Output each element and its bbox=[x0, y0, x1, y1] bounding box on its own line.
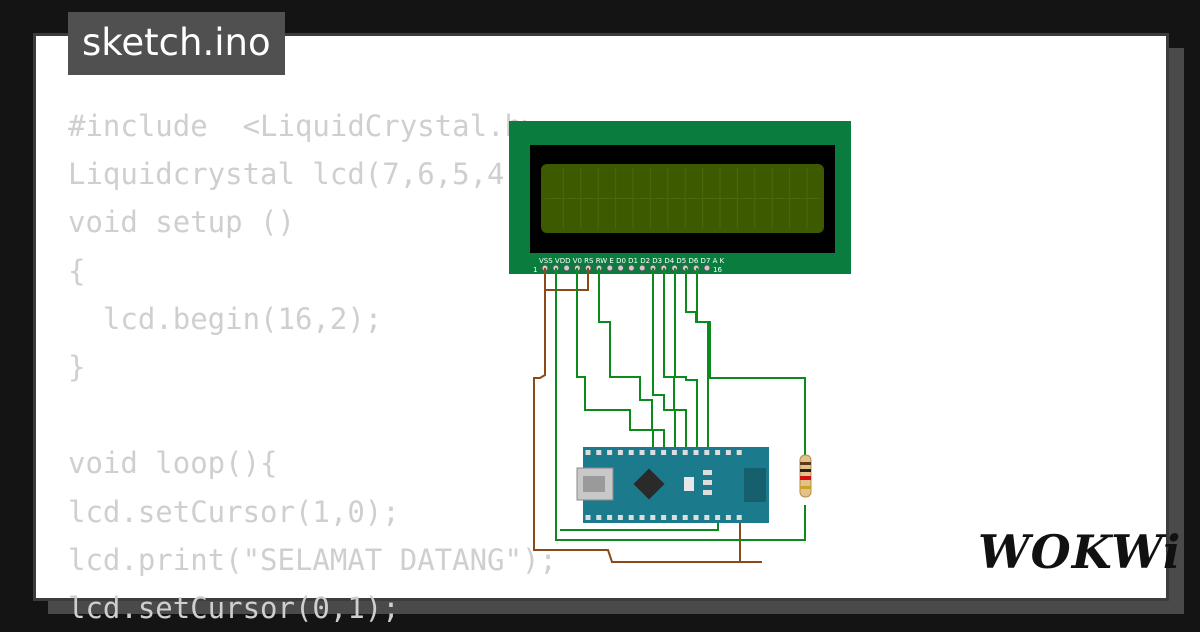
nano-pin bbox=[715, 450, 721, 455]
wire-d4 bbox=[652, 268, 676, 452]
resistor-band bbox=[800, 486, 811, 489]
nano-pin bbox=[661, 515, 667, 520]
code-line: void loop(){ bbox=[68, 446, 278, 481]
nano-pin bbox=[650, 515, 656, 520]
lcd-pin bbox=[617, 264, 625, 272]
arduino-nano[interactable] bbox=[576, 447, 769, 523]
nano-pin bbox=[736, 450, 742, 455]
wire-lcd-vss-rw bbox=[544, 268, 589, 291]
code-line: lcd.begin(16,2); bbox=[68, 301, 383, 336]
nano-pin bbox=[671, 450, 677, 455]
resistor[interactable] bbox=[799, 454, 812, 498]
led-icon bbox=[703, 490, 712, 495]
nano-pin bbox=[693, 515, 699, 520]
nano-pin bbox=[704, 515, 710, 520]
signal-wires bbox=[555, 268, 806, 541]
nano-pin bbox=[682, 450, 688, 455]
code-line: { bbox=[68, 253, 86, 288]
nano-pin bbox=[661, 450, 667, 455]
nano-pin bbox=[725, 450, 731, 455]
wire-backlight-a bbox=[696, 268, 806, 455]
nano-pin bbox=[671, 515, 677, 520]
code-preview: #include <LiquidCrystal.h>Liquidcrystal … bbox=[68, 102, 609, 632]
wokwi-logo: WOKWi bbox=[978, 525, 1182, 579]
nano-pin bbox=[628, 450, 634, 455]
lcd-pin-first: 1 bbox=[533, 266, 537, 274]
wire-rs bbox=[576, 268, 654, 452]
nano-pin bbox=[736, 515, 742, 520]
lcd-pin bbox=[606, 264, 614, 272]
lcd-module[interactable]: VSS VDD V0 RS RW E D0 D1 D2 D3 D4 D5 D6 … bbox=[509, 121, 851, 274]
nano-pin bbox=[585, 450, 591, 455]
file-tab[interactable]: sketch.ino bbox=[68, 12, 285, 75]
lcd-pin bbox=[638, 264, 646, 272]
wire-vdd-5v bbox=[555, 268, 806, 541]
nano-pin bbox=[628, 515, 634, 520]
led-icon bbox=[703, 470, 712, 475]
nano-pin bbox=[725, 515, 731, 520]
wire-d5 bbox=[663, 268, 687, 452]
nano-pin bbox=[639, 450, 645, 455]
lcd-pin-last: 16 bbox=[713, 266, 722, 274]
nano-pin bbox=[639, 515, 645, 520]
nano-pin bbox=[617, 515, 623, 520]
code-line: #include <LiquidCrystal.h> bbox=[68, 109, 540, 143]
nano-pin bbox=[704, 450, 710, 455]
lcd-pin bbox=[563, 264, 571, 272]
code-line: void setup () bbox=[68, 205, 295, 240]
lcd-pin bbox=[627, 264, 635, 272]
nano-board bbox=[583, 447, 769, 523]
usb-port bbox=[583, 476, 605, 492]
nano-pin bbox=[585, 515, 591, 520]
code-line: lcd.setCursor(1,0); bbox=[68, 494, 400, 529]
wire-d6 bbox=[674, 268, 698, 452]
nano-pin bbox=[607, 450, 613, 455]
lcd-character-grid bbox=[545, 168, 820, 229]
resistor-band bbox=[800, 462, 811, 465]
led-icon bbox=[703, 480, 712, 485]
code-line: } bbox=[68, 349, 86, 384]
microcontroller-chip-icon bbox=[633, 468, 665, 500]
resistor-band bbox=[800, 469, 811, 472]
nano-pin bbox=[607, 515, 613, 520]
lcd-pin bbox=[703, 264, 711, 272]
resistor-band bbox=[800, 476, 811, 480]
code-line: lcd.print("SELAMAT DATANG"); bbox=[68, 542, 557, 577]
nano-pin bbox=[682, 515, 688, 520]
nano-pin bbox=[693, 450, 699, 455]
nano-pin bbox=[650, 450, 656, 455]
nano-pin bbox=[715, 515, 721, 520]
nano-pin bbox=[617, 450, 623, 455]
code-line: lcd.setCursor(0,1); bbox=[68, 590, 400, 625]
wire-ground-main bbox=[533, 290, 762, 563]
icsp-header bbox=[744, 468, 766, 502]
wire-e bbox=[598, 268, 665, 452]
nano-pin bbox=[596, 450, 602, 455]
nano-pin-headers bbox=[585, 450, 742, 520]
lcd-pin-labels: VSS VDD V0 RS RW E D0 D1 D2 D3 D4 D5 D6 … bbox=[539, 257, 725, 265]
reset-button-icon[interactable] bbox=[684, 477, 694, 491]
nano-pin bbox=[596, 515, 602, 520]
